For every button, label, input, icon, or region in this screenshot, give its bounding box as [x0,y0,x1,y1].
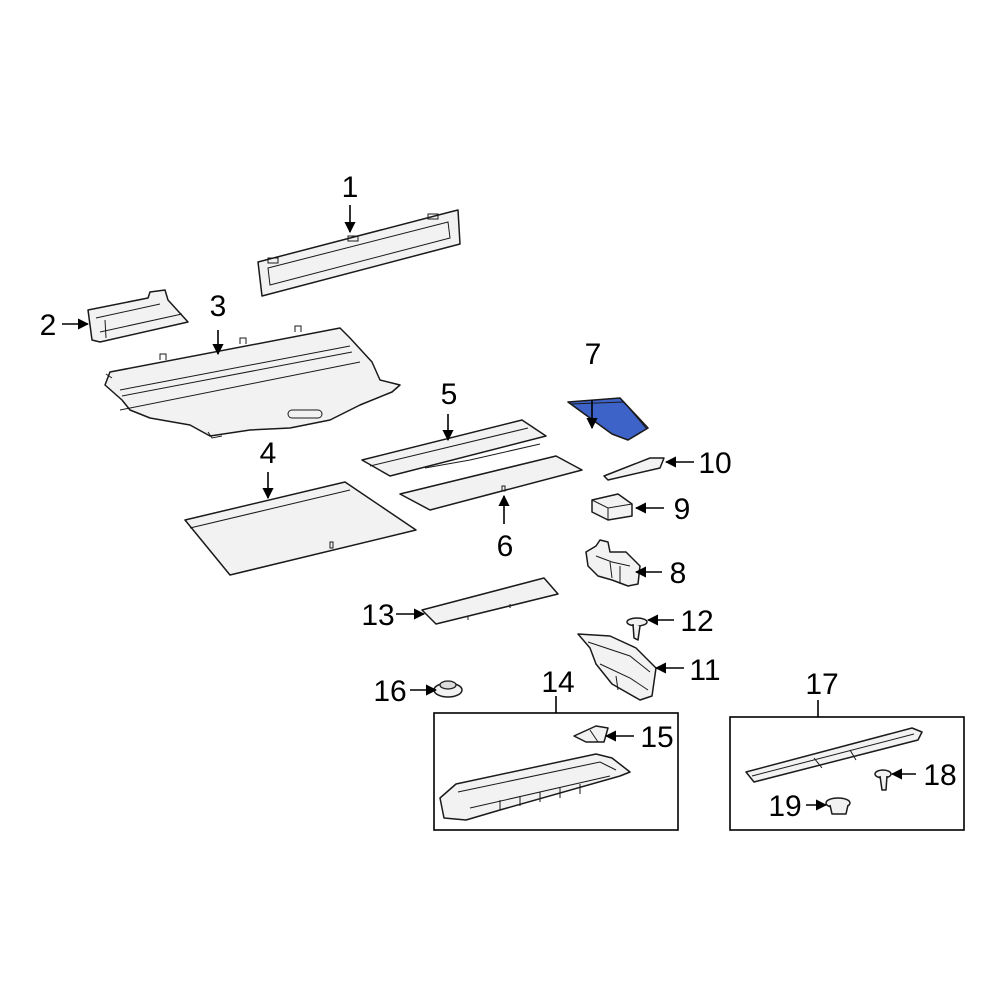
callout-9: 9 [674,493,691,526]
part-10-wedge[interactable] [603,457,665,481]
part-18-screw[interactable] [874,769,892,791]
callout-3: 3 [210,290,227,323]
part-11-tray[interactable] [577,633,657,701]
part-17-scuff-plate[interactable] [745,727,923,783]
callout-10: 10 [698,447,731,480]
part-7-cover-highlighted[interactable] [567,397,649,441]
part-14-sill-trim[interactable] [439,753,631,821]
group-box-17 [729,716,965,831]
callout-13: 13 [361,599,394,632]
part-9-block[interactable] [591,493,633,521]
part-2-bracket[interactable] [87,289,189,343]
part-3-tonneau-cover[interactable] [104,325,401,439]
callout-2: 2 [40,309,57,342]
callout-1: 1 [342,171,359,204]
part-8-bracket[interactable] [585,539,641,587]
callout-8: 8 [670,557,687,590]
callout-18: 18 [923,759,956,792]
callout-15: 15 [640,721,673,754]
part-15-fastener[interactable] [573,725,609,743]
callout-4: 4 [260,437,277,470]
part-5-deck-board[interactable] [361,419,547,477]
part-19-clip[interactable] [825,797,851,815]
part-12-clip[interactable] [626,617,648,641]
callout-6: 6 [497,530,514,563]
callout-14: 14 [541,666,574,699]
part-4-floor-board[interactable] [184,481,417,576]
callout-19: 19 [768,790,801,823]
callout-16: 16 [373,675,406,708]
part-16-cap[interactable] [433,680,463,698]
callout-12: 12 [680,605,713,638]
callout-17: 17 [805,668,838,701]
callout-11: 11 [689,654,720,687]
callout-7: 7 [585,338,602,371]
part-13-panel[interactable] [421,577,559,625]
leader-lines [62,205,916,811]
callout-5: 5 [441,378,458,411]
part-6-deck-board[interactable] [399,455,583,511]
part-1-trim-panel[interactable] [257,209,461,297]
